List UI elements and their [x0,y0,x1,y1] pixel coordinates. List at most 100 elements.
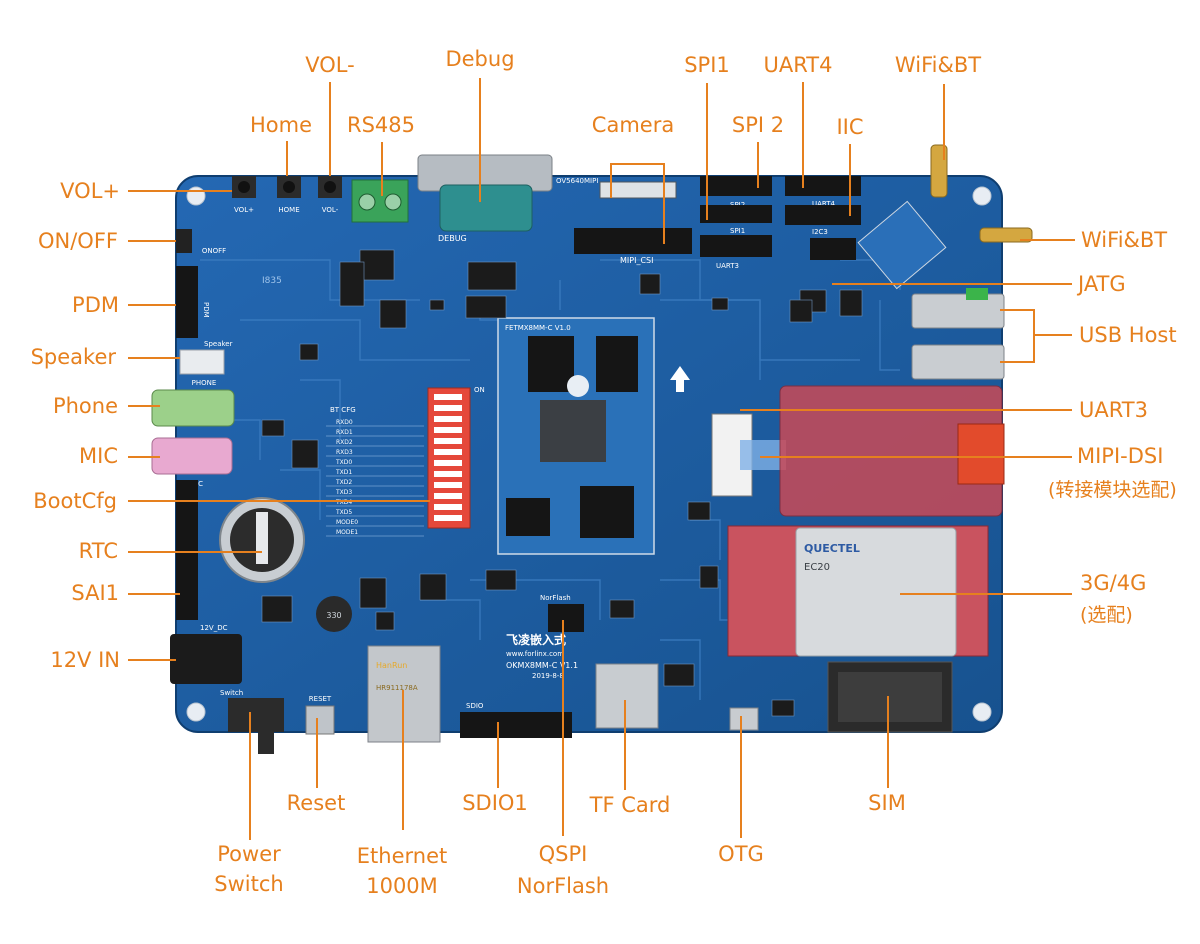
ic-chip [261,419,285,437]
rs485-terminal [351,179,409,223]
power-switch: Switch [220,689,284,754]
key-onoff: ONOFF [176,229,226,255]
boot-row-label: TXD4 [335,499,352,506]
ic-chip [771,699,795,717]
ic-chip [291,439,319,469]
mounting-hole [972,702,992,722]
svg-text:HanRun: HanRun [376,661,407,670]
svg-text:www.forlinx.com: www.forlinx.com [506,650,564,658]
ic-chip [375,611,395,631]
label-sai1: SAI1 [71,581,119,605]
tf-card-slot [595,663,659,729]
label-vol-plus: VOL+ [60,179,120,203]
ic-chip [687,501,711,521]
boot-row-label: TXD0 [335,459,352,466]
mipi-dsi-adapter [711,385,1005,517]
label-spi2: SPI 2 [731,113,785,137]
svg-text:I2C3: I2C3 [812,228,828,236]
svg-text:QUECTEL: QUECTEL [804,542,860,555]
pcb-trace [200,259,420,301]
svg-text:SPI1: SPI1 [730,227,745,235]
boot-row-label: TXD3 [335,489,352,496]
leader-line [1000,309,1072,336]
label-bootcfg: BootCfg [33,489,117,513]
leader-line [1000,335,1035,363]
mipi-csi-header: MIPI_CSI [574,228,692,265]
svg-text:2019-8-8: 2019-8-8 [532,672,564,680]
norflash-chip: NorFlash [540,594,584,632]
label-wifi-bt-right: WiFi&BT [1081,228,1168,252]
svg-text:BT CFG: BT CFG [330,406,356,414]
speaker-connector: Speaker PHONE [179,340,233,387]
label-mic: MIC [79,444,118,468]
label-12v-in: 12V IN [50,648,120,672]
boot-row-label: MODE1 [336,529,358,536]
boot-row-label: RXD0 [336,419,353,426]
dip-lever [434,427,462,433]
svg-text:SDIO: SDIO [466,702,484,710]
svg-text:OV5640MIPI: OV5640MIPI [556,177,598,185]
rtc-battery [219,497,305,583]
boot-row-label: TXD5 [335,509,352,516]
label-debug: Debug [445,47,515,71]
svg-text:Switch: Switch [220,689,243,697]
label-jtag: JATG [1078,272,1126,296]
label-uart3: UART3 [1079,398,1148,422]
dip-lever [434,504,462,510]
key-vol-minus: VOL- [318,176,342,214]
jtag-header [810,238,856,260]
ic-chip [429,299,445,311]
pcb-trace [660,639,701,700]
debug-db9: DEBUG [417,154,553,243]
svg-text:飞凌嵌入式: 飞凌嵌入式 [506,632,566,647]
svg-text:UART3: UART3 [716,262,739,270]
dip-lever [434,460,462,466]
label-sim: SIM [868,791,906,815]
uart3-header-top: UART3 [700,235,772,270]
label-power-switch-line1: Power [217,842,281,866]
label-vol-minus: VOL- [305,53,355,77]
svg-text:330: 330 [326,611,341,620]
bootcfg-dip-switch: ON [427,386,485,529]
ic-chip [419,573,447,601]
dc-jack: 12V_DC [170,624,242,684]
otg-port [729,707,759,731]
label-speaker: Speaker [30,345,116,369]
label-lte-line1: 3G/4G [1080,571,1147,595]
ic-chip [465,295,507,319]
mounting-hole [186,186,206,206]
svg-text:PDM: PDM [202,302,210,318]
inductor: 330 [316,596,352,632]
label-power-switch-line2: Switch [214,872,284,896]
pcb-trace [240,319,470,361]
leader-lines [128,78,1075,840]
pcb-trace [879,300,900,371]
dip-lever [434,515,462,521]
dip-lever [434,471,462,477]
phone-jack [151,389,235,427]
label-pdm: PDM [72,293,119,317]
label-camera: Camera [591,113,675,137]
label-tf-card: TF Card [589,793,671,817]
label-rs485: RS485 [346,113,416,137]
ic-chip [261,595,293,623]
label-rtc: RTC [78,539,118,563]
svg-text:HR911178A: HR911178A [376,684,418,692]
svg-text:OKMX8MM-C V1.1: OKMX8MM-C V1.1 [506,661,578,670]
ic-chip [663,663,695,687]
svg-text:12V_DC: 12V_DC [200,624,228,632]
ic-chip [359,249,395,281]
sim-slot [827,661,953,733]
key-home: HOME [277,176,301,214]
ic-chip [711,297,729,311]
bootcfg-table: BT CFG RXD0RXD1RXD2RXD3TXD0TXD1TXD2TXD3T… [326,406,424,537]
dip-lever [434,493,462,499]
usb-host-ports [911,288,1005,380]
ic-chip [339,261,365,307]
label-ethernet-line1: Ethernet [356,844,448,868]
ic-chip [359,577,387,609]
svg-text:RESET: RESET [309,695,332,703]
svg-text:VOL-: VOL- [322,206,339,214]
